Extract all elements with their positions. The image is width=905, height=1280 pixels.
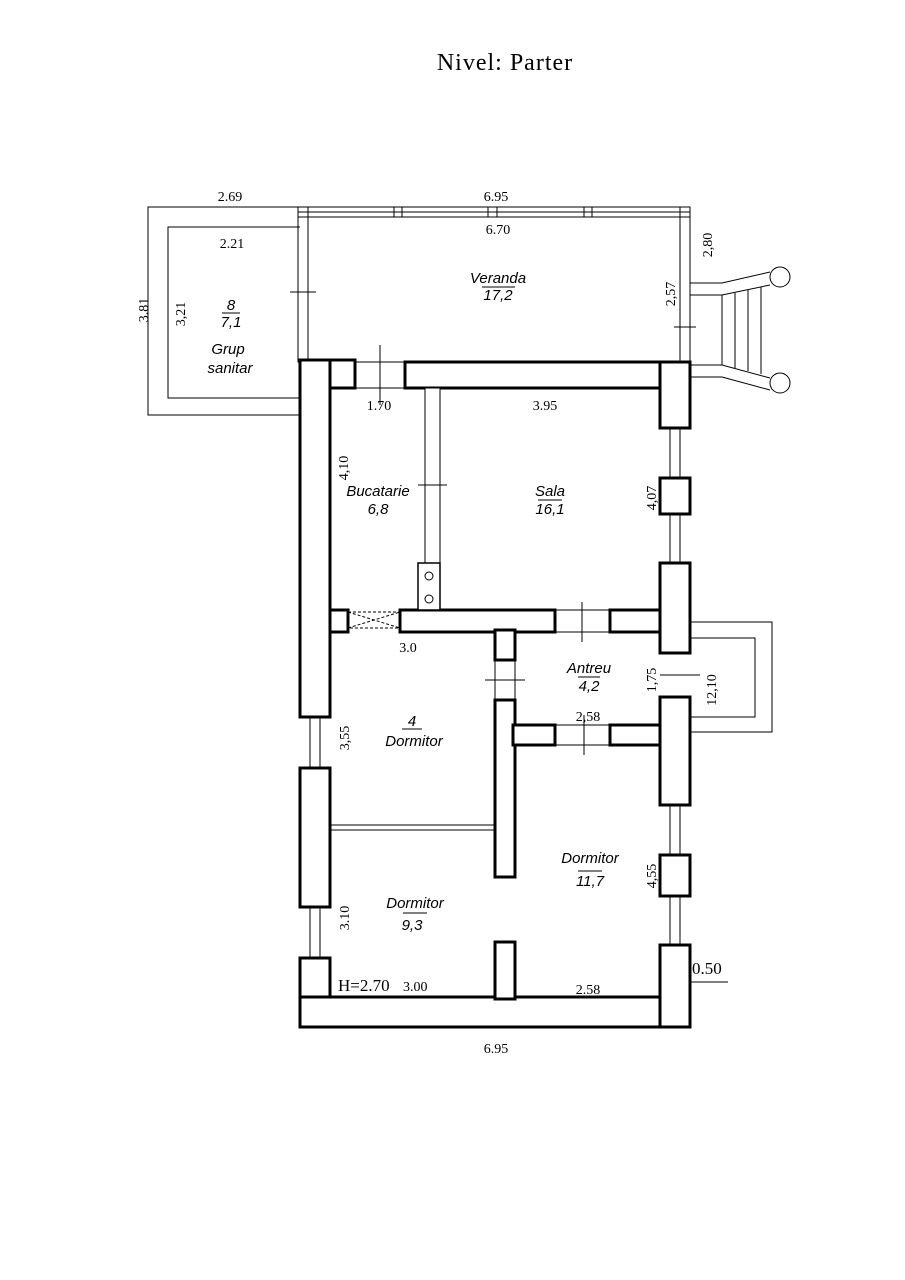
main-walls (298, 358, 692, 1029)
doors (355, 345, 700, 755)
bucatarie-area: 6,8 (368, 501, 390, 518)
dimension-top-main: 6.95 (484, 190, 509, 205)
veranda-area: 17,2 (483, 287, 513, 304)
veranda-walls (290, 206, 696, 363)
dimension-dormitor117-height: 4,55 (645, 864, 660, 889)
plan-title: Nivel: Parter (437, 50, 573, 76)
room-labels: Veranda 17,2 8 7,1 Grup sanitar Bucatari… (207, 270, 619, 934)
dimension-dormitor117-width: 2.58 (576, 983, 601, 998)
dimension-antreu-height: 1,75 (645, 668, 660, 693)
dormitor117-area: 11,7 (576, 873, 605, 890)
dimension-ceiling-height: H=2.70 (338, 976, 390, 995)
sala-label: Sala (535, 483, 565, 500)
dormitor4-label: Dormitor (385, 733, 444, 750)
dimension-bottom-total: 6.95 (484, 1042, 509, 1057)
entrance-stairs (690, 266, 791, 394)
sala-area: 16,1 (535, 501, 564, 518)
dimension-sanitar-height: 3,21 (174, 302, 189, 327)
dimension-porch: 12,10 (705, 674, 720, 706)
dimension-labels: 2.69 6.95 6.70 2.21 3.81 3,21 2,80 2,57 … (137, 190, 722, 1057)
dimension-left-outer: 3.81 (137, 298, 152, 323)
bucatarie-label: Bucatarie (346, 483, 409, 500)
dimension-sala-height: 4,07 (645, 486, 660, 511)
dormitor4-number: 4 (408, 713, 416, 730)
antreu-area: 4,2 (579, 678, 601, 695)
sanitar-label-1: Grup (211, 341, 244, 358)
dimension-veranda-right-outer: 2,80 (701, 233, 716, 258)
dimension-bucatarie-width: 1.70 (367, 399, 392, 414)
dimension-bucatarie-height: 4,10 (337, 456, 352, 481)
kitchen-partition (418, 387, 447, 566)
grup-sanitar-walls (147, 206, 300, 416)
windows (309, 428, 681, 958)
hatched-doorway (347, 611, 401, 629)
dimension-dormitor4-height: 3,55 (338, 726, 353, 751)
dimension-top-left: 2.69 (218, 190, 243, 205)
dormitor93-label: Dormitor (386, 895, 445, 912)
antreu-porch (690, 621, 773, 733)
dimension-sanitar-inner: 2.21 (220, 237, 245, 252)
room-divider-line (330, 824, 495, 831)
dormitor93-area: 9,3 (402, 917, 424, 934)
veranda-label: Veranda (470, 270, 526, 287)
dimension-dormitor93-height: 3.10 (338, 906, 353, 931)
sanitar-area: 7,1 (221, 314, 242, 331)
dimension-antreu-width: 2,58 (576, 710, 601, 725)
dimension-corridor: 3.0 (399, 641, 417, 656)
dimension-sala-width: 3.95 (533, 399, 558, 414)
dormitor117-label: Dormitor (561, 850, 620, 867)
antreu-label: Antreu (566, 660, 612, 677)
sanitar-label-2: sanitar (207, 360, 253, 377)
dimension-wall-thickness: 0.50 (692, 959, 722, 978)
dimension-veranda-inner: 6.70 (486, 223, 511, 238)
sanitar-number: 8 (227, 297, 236, 314)
dimension-dormitor93-width: 3.00 (403, 980, 428, 995)
dimension-veranda-right-inner: 2,57 (664, 282, 679, 307)
chimney (417, 562, 441, 611)
